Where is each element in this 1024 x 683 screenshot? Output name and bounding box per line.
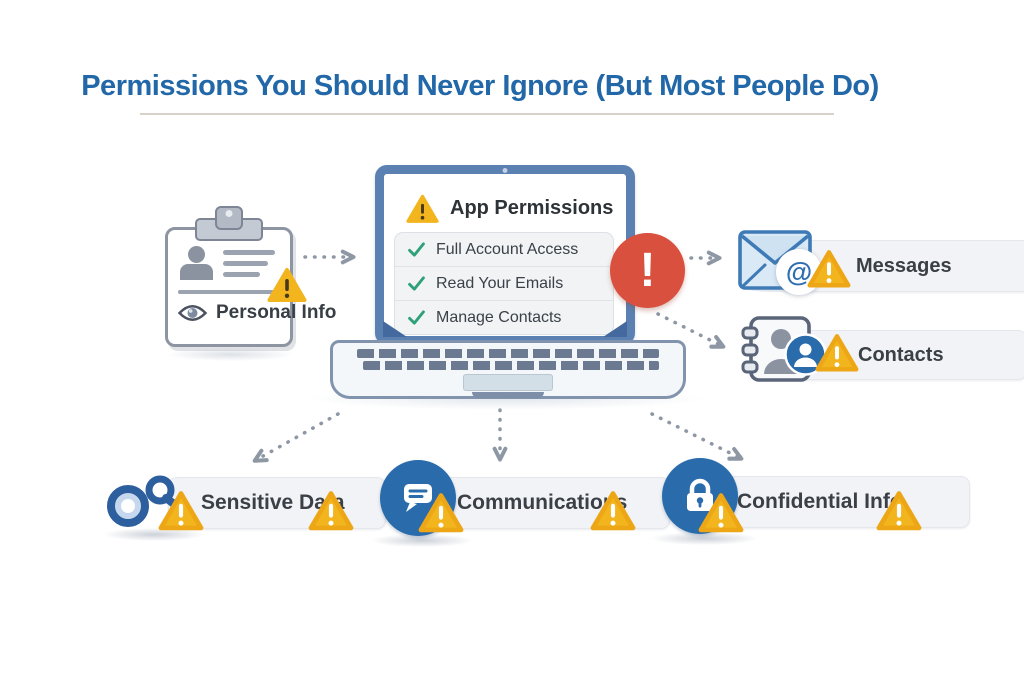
permission-row: Read Your Emails — [395, 266, 613, 300]
chat-icon-shadow — [372, 534, 472, 547]
personal-info-row: Personal Info — [177, 302, 336, 324]
permission-label: Full Account Access — [436, 240, 579, 258]
permission-row: Full Account Access — [395, 233, 613, 266]
permissions-list: Full Account Access Read Your Emails Man… — [394, 232, 614, 335]
checkmark-icon — [407, 274, 426, 293]
communications-label: Communications — [457, 491, 628, 514]
app-permissions-header: App Permissions — [406, 194, 613, 224]
page-title: Permissions You Should Never Ignore (But… — [81, 70, 879, 102]
permission-label: Read Your Emails — [436, 274, 564, 292]
messages-label: Messages — [856, 254, 952, 277]
laptop-screen: App Permissions Full Account Access Read… — [375, 165, 635, 345]
confidential-info-pill: Confidential Info — [704, 476, 970, 528]
warning-triangle-icon — [267, 267, 307, 303]
keyboard-keys — [357, 349, 659, 358]
confidential-info-label: Confidential Info — [737, 490, 903, 513]
arrow-laptop-to-sensitive-data — [252, 412, 340, 463]
text-line-placeholder — [223, 250, 275, 255]
key-icon-shadow — [104, 528, 204, 541]
base-notch — [472, 392, 544, 398]
warning-triangle-icon — [418, 492, 464, 533]
divider-line — [178, 290, 274, 294]
title-underline — [140, 113, 834, 115]
touchpad — [463, 374, 553, 391]
permission-row: Manage Contacts — [395, 300, 613, 334]
warning-triangle-icon — [158, 490, 204, 531]
at-badge-icon: @ — [776, 249, 822, 295]
contacts-label: Contacts — [858, 343, 944, 366]
sensitive-data-label: Sensitive Data — [201, 491, 345, 514]
warning-triangle-icon — [406, 194, 439, 224]
warning-triangle-icon — [815, 333, 859, 373]
personal-info-card: Personal Info — [165, 206, 336, 347]
person-badge-icon — [784, 333, 827, 376]
laptop-base — [330, 340, 686, 399]
alert-circle-icon: ! — [610, 233, 685, 308]
text-line-placeholder — [223, 272, 260, 277]
eye-icon — [177, 303, 208, 323]
warning-triangle-icon — [590, 490, 636, 531]
person-silhouette-icon — [180, 264, 213, 280]
warning-triangle-icon — [876, 490, 922, 531]
lock-icon-shadow — [652, 532, 757, 545]
personal-info-label: Personal Info — [216, 302, 337, 323]
permission-label: Manage Contacts — [436, 308, 562, 326]
warning-triangle-icon — [698, 492, 744, 533]
at-symbol: @ — [785, 256, 813, 287]
clipboard-clip-tab — [215, 206, 243, 230]
person-silhouette-icon — [188, 246, 205, 263]
clipboard-clip-hole — [225, 210, 233, 217]
webcam-dot — [502, 168, 508, 173]
warning-triangle-icon — [807, 249, 851, 289]
arrow-laptop-to-confidential-info — [650, 412, 744, 461]
checkmark-icon — [407, 308, 426, 327]
text-line-placeholder — [223, 261, 268, 266]
keyboard-keys — [363, 361, 659, 370]
app-permissions-title: App Permissions — [450, 197, 614, 220]
checkmark-icon — [407, 240, 426, 259]
exclamation-mark: ! — [639, 244, 656, 297]
sensitive-data-pill: Sensitive Data — [168, 477, 386, 529]
clipboard-shadow — [168, 348, 293, 361]
warning-triangle-icon — [308, 490, 354, 531]
